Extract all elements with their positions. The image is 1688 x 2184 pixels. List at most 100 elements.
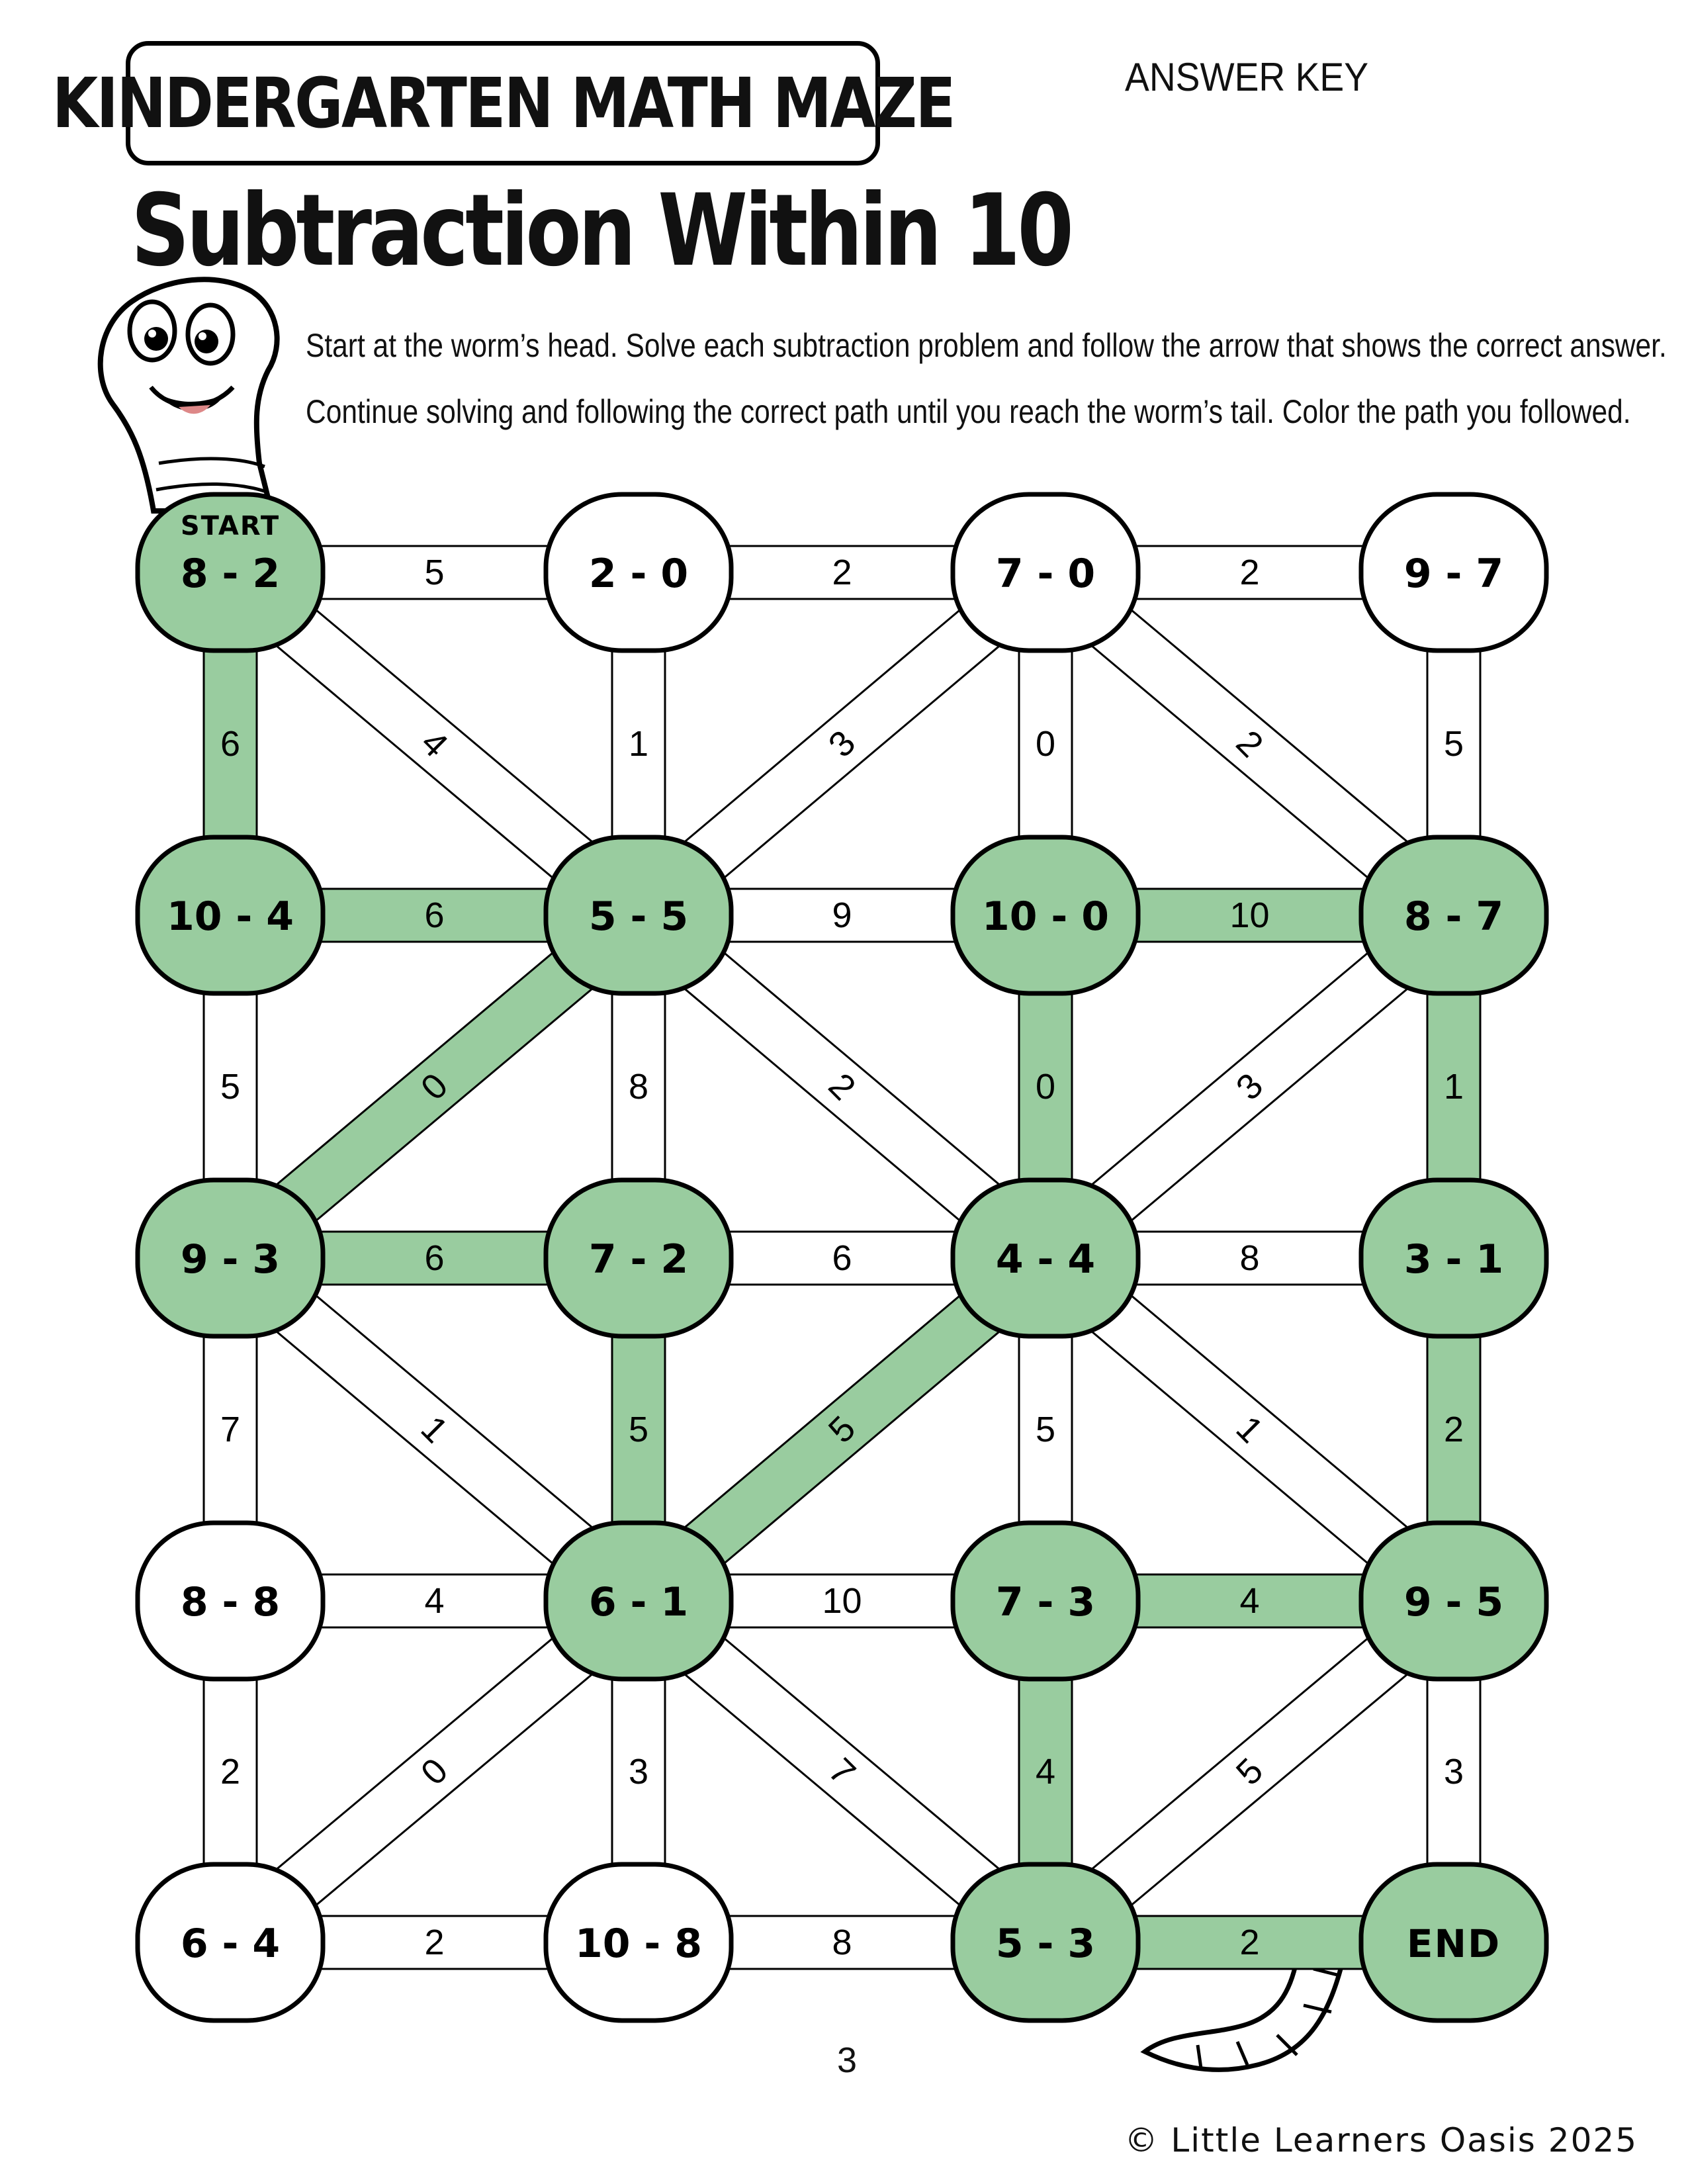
subtraction-problem: 6 - 4 — [181, 1921, 280, 1967]
maze-node: 7 - 2 — [543, 1177, 734, 1339]
edge-answer-label: 2 — [424, 1923, 444, 1962]
start-label: START — [181, 511, 280, 541]
maze-node-shape — [135, 835, 326, 996]
maze-node-shape — [950, 1862, 1141, 2023]
subtraction-problem: 10 - 8 — [575, 1921, 702, 1967]
answer-key-label: ANSWER KEY — [1125, 55, 1369, 99]
page-title: KINDERGARTEN MATH MAZE — [52, 63, 956, 144]
edge-answer-label: 6 — [220, 724, 240, 764]
edge-answer-label: 2 — [1239, 553, 1259, 592]
subtraction-problem: 4 - 4 — [996, 1236, 1095, 1283]
subtraction-problem: 2 - 0 — [589, 551, 688, 597]
maze-node-shape — [543, 1520, 734, 1682]
maze-node-shape — [135, 1862, 326, 2023]
maze-node: 10 - 0 — [950, 835, 1141, 996]
edge-answer-label: 9 — [832, 895, 852, 935]
subtraction-problem: 5 - 3 — [996, 1921, 1095, 1967]
edge-answer-label: 3 — [1444, 1752, 1464, 1792]
subtraction-problem: 8 - 8 — [181, 1579, 280, 1625]
subtraction-problem: 10 - 0 — [982, 893, 1109, 940]
edge-answer-label: 4 — [1036, 1752, 1055, 1792]
subtraction-problem: 8 - 7 — [1404, 893, 1503, 940]
maze-node: 7 - 3 — [950, 1520, 1141, 1682]
subtraction-problem: 9 - 3 — [181, 1236, 280, 1283]
subtraction-problem: 9 - 7 — [1404, 551, 1503, 597]
maze-node-shape — [950, 1177, 1141, 1339]
edge-answer-label: 6 — [832, 1238, 852, 1278]
subtraction-problem: 10 - 4 — [167, 893, 294, 940]
edge-answer-label: 10 — [1229, 895, 1269, 935]
edge-answer-label: 5 — [629, 1410, 648, 1449]
maze-node: 7 - 0 — [950, 492, 1141, 653]
edge-answer-label: 1 — [629, 724, 648, 764]
maze-node: 8 - 7 — [1358, 835, 1549, 996]
subtraction-problem: 3 - 1 — [1404, 1236, 1503, 1283]
maze-node-shape — [543, 1862, 734, 2023]
edge-answer-label: 4 — [1239, 1581, 1259, 1621]
instructions: Start at the worm’s head. Solve each sub… — [306, 312, 1667, 445]
edge-answer-label: 2 — [1239, 1923, 1259, 1962]
edge-answer-label: 2 — [220, 1752, 240, 1792]
maze-node: 9 - 7 — [1358, 492, 1549, 653]
edge-answer-label: 2 — [1444, 1410, 1464, 1449]
copyright: © Little Learners Oasis 2025 — [1124, 2121, 1638, 2160]
worm-head-icon — [97, 277, 280, 514]
edge-answer-label: 6 — [424, 895, 444, 935]
maze-node: 6 - 4 — [135, 1862, 326, 2023]
maze-node: 6 - 1 — [543, 1520, 734, 1682]
edge-answer-label: 1 — [1444, 1067, 1464, 1107]
maze-node: 3 - 1 — [1358, 1177, 1549, 1339]
maze-node: 9 - 5 — [1358, 1520, 1549, 1682]
edge-answer-label: 3 — [629, 1752, 648, 1792]
maze-node-shape — [135, 1520, 326, 1682]
edge-answer-label: 0 — [1036, 1067, 1055, 1107]
edge-answer-label: 5 — [1036, 1410, 1055, 1449]
subtraction-problem: 6 - 1 — [589, 1579, 688, 1625]
maze-node-shape — [1358, 492, 1549, 653]
edge-answer-label: 8 — [1239, 1238, 1259, 1278]
maze-node: 9 - 3 — [135, 1177, 326, 1339]
page-subtitle: Subtraction Within 10 — [131, 173, 1074, 289]
subtraction-problem: 9 - 5 — [1404, 1579, 1503, 1625]
maze-node-shape — [543, 492, 734, 653]
maze-node: 5 - 3 — [950, 1862, 1141, 2023]
maze-node-shape — [1358, 1520, 1549, 1682]
maze-node-shape — [950, 835, 1141, 996]
edge-answer-label: 6 — [424, 1238, 444, 1278]
maze-node: 8 - 8 — [135, 1520, 326, 1682]
maze-node-shape — [1358, 1177, 1549, 1339]
edge-answer-label: 5 — [1444, 724, 1464, 764]
worm-tail-icon — [1140, 1956, 1347, 2072]
maze-node-shape — [543, 835, 734, 996]
maze-node: 5 - 5 — [543, 835, 734, 996]
edge-answer-label: 8 — [629, 1067, 648, 1107]
edge-answer-label: 2 — [832, 553, 852, 592]
edge-answer-label: 4 — [424, 1581, 444, 1621]
maze-node: 2 - 0 — [543, 492, 734, 653]
end-label: END — [1407, 1921, 1501, 1966]
maze-start-node: 8 - 2 — [135, 492, 326, 653]
maze-node: 4 - 4 — [950, 1177, 1141, 1339]
title-box: KINDERGARTEN MATH MAZE — [52, 41, 955, 165]
edge-answer-label: 7 — [220, 1410, 240, 1449]
maze-node-shape — [1358, 1862, 1549, 2023]
maze-node-shape — [950, 492, 1141, 653]
subtraction-problem: 7 - 2 — [589, 1236, 688, 1283]
subtraction-problem: 7 - 0 — [996, 551, 1095, 597]
maze-node: 10 - 4 — [135, 835, 326, 996]
subtraction-problem: 8 - 2 — [181, 551, 280, 597]
maze-end-node: END — [1358, 1862, 1549, 2023]
page-number: 3 — [836, 2040, 858, 2080]
edge-answer-label: 5 — [424, 553, 444, 592]
maze-node-shape — [543, 1177, 734, 1339]
edge-answer-label: 0 — [1036, 724, 1055, 764]
edge-answer-label: 5 — [220, 1067, 240, 1107]
subtraction-problem: 7 - 3 — [996, 1579, 1095, 1625]
maze-node-shape — [135, 492, 326, 653]
maze-node-shape — [1358, 835, 1549, 996]
edge-answer-label: 8 — [832, 1923, 852, 1962]
maze-node-shape — [135, 1177, 326, 1339]
maze-node: 10 - 8 — [543, 1862, 734, 2023]
edge-answer-label: 10 — [822, 1581, 862, 1621]
